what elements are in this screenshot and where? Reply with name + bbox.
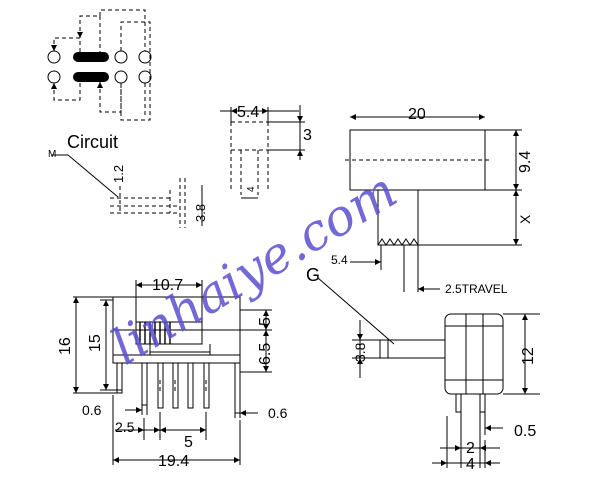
dim-4-bottom: 4 <box>466 456 475 473</box>
dim-15: 15 <box>87 334 104 352</box>
dim-3-8-side: 3.8 <box>352 342 368 362</box>
dim-9-4: 9.4 <box>517 151 534 173</box>
switch-knob-ribs <box>139 322 171 344</box>
dim-16: 16 <box>57 337 74 355</box>
circuit-diagram: Circuit <box>47 9 152 152</box>
dim-0-6-left: 0.6 <box>82 402 102 418</box>
dim-2: 2 <box>466 440 475 457</box>
dim-10-7: 10.7 <box>152 277 183 294</box>
side-view: G 3.8 12 0.5 2 <box>306 265 540 473</box>
m-label: M <box>48 149 56 160</box>
dim-12: 12 <box>520 347 537 365</box>
dim-5-4-right: 5.4 <box>331 253 348 267</box>
dim-3: 3 <box>303 127 312 144</box>
pins <box>116 362 241 414</box>
dim-19-4: 19.4 <box>158 453 189 470</box>
dim-0-5: 0.5 <box>514 423 536 440</box>
mounting-detail: M 1.2 3.8 <box>48 149 208 228</box>
circuit-label: Circuit <box>67 132 118 152</box>
dim-x: X <box>517 214 533 224</box>
dim-0-6-right: 0.6 <box>268 405 288 421</box>
dim-4: 4 <box>246 186 257 192</box>
dim-3-8-small: 3.8 <box>193 204 208 222</box>
dim-1-2: 1.2 <box>111 165 126 183</box>
dim-5: 5 <box>257 317 274 326</box>
dim-2-5: 2.5 <box>115 419 135 435</box>
actuator-top-view: 20 9.4 X 5.4 2.5TRAVEL <box>331 106 534 296</box>
dim-20: 20 <box>408 106 426 123</box>
dim-6-5: 6.5 <box>257 343 274 365</box>
travel-label: 2.5TRAVEL <box>445 282 508 296</box>
dim-5-bottom: 5 <box>184 434 193 451</box>
front-view: 10.7 16 15 <box>57 277 288 470</box>
pin-detail: 5.4 3 4 <box>220 104 312 199</box>
dim-5-4-top: 5.4 <box>237 104 259 121</box>
g-label: G <box>306 265 320 285</box>
